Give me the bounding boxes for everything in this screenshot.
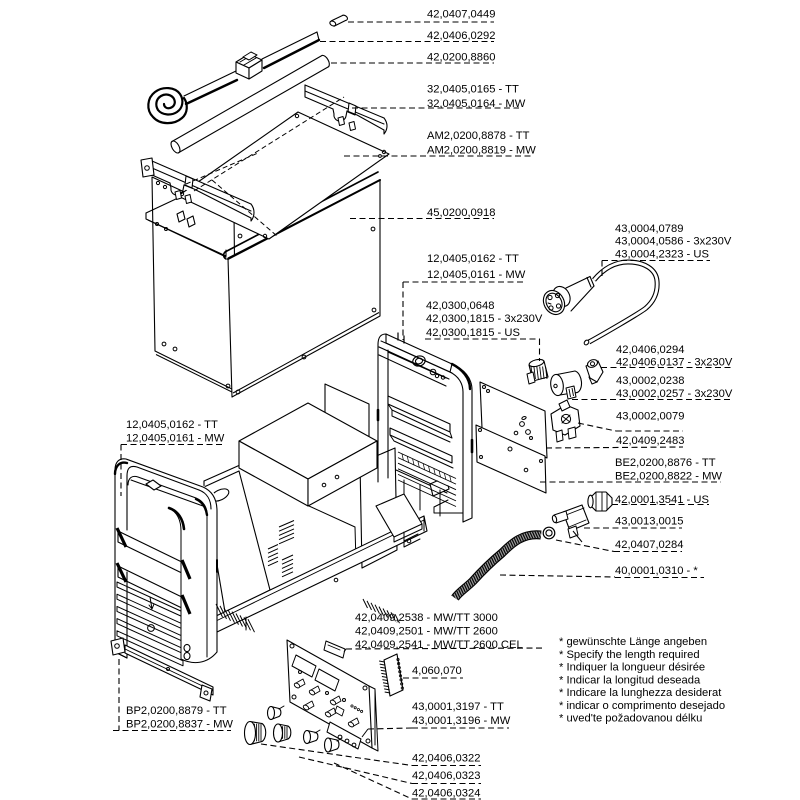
- svg-text:42,0409,2541 - MW/TT 2600 CEL: 42,0409,2541 - MW/TT 2600 CEL: [355, 639, 523, 651]
- svg-text:42,0200,8860: 42,0200,8860: [427, 52, 495, 64]
- svg-text:43,0004,0586 - 3x230V: 43,0004,0586 - 3x230V: [615, 236, 732, 248]
- svg-text:43,0001,3196 - MW: 43,0001,3196 - MW: [412, 715, 511, 727]
- svg-text:BE2,0200,8822 - MW: BE2,0200,8822 - MW: [615, 471, 722, 483]
- svg-text:12,0405,0162 - TT: 12,0405,0162 - TT: [126, 419, 218, 431]
- svg-text:45,0200,0918: 45,0200,0918: [427, 207, 495, 219]
- svg-text:42,0001,3541 - US: 42,0001,3541 - US: [615, 494, 709, 506]
- svg-text:42,0406,0324: 42,0406,0324: [412, 788, 480, 800]
- svg-text:42,0407,0284: 42,0407,0284: [615, 539, 683, 551]
- svg-text:42,0406,0294: 42,0406,0294: [616, 344, 684, 356]
- svg-text:43,0004,2323 - US: 43,0004,2323 - US: [615, 249, 709, 261]
- svg-text:AM2,0200,8819 - MW: AM2,0200,8819 - MW: [427, 145, 536, 157]
- svg-text:42,0407,0449: 42,0407,0449: [427, 9, 495, 21]
- svg-text:32,0405,0165 - TT: 32,0405,0165 - TT: [427, 84, 519, 96]
- svg-text:12,0405,0161 - MW: 12,0405,0161 - MW: [427, 269, 526, 281]
- svg-text:* uved'te požadovanou délku: * uved'te požadovanou délku: [559, 713, 702, 725]
- svg-text:AM2,0200,8878 - TT: AM2,0200,8878 - TT: [427, 130, 530, 142]
- svg-text:* Indicar la longitud deseada: * Indicar la longitud deseada: [559, 674, 701, 686]
- svg-text:BP2,0200,8879 - TT: BP2,0200,8879 - TT: [126, 705, 227, 717]
- svg-text:42,0406,0322: 42,0406,0322: [412, 753, 480, 765]
- svg-text:42,0406,0137 - 3x230V: 42,0406,0137 - 3x230V: [616, 357, 733, 369]
- svg-text:42,0409,2483: 42,0409,2483: [616, 435, 684, 447]
- svg-text:43,0004,0789: 43,0004,0789: [615, 223, 683, 235]
- svg-text:42,0409,2501 - MW/TT 2600: 42,0409,2501 - MW/TT 2600: [355, 626, 498, 638]
- svg-text:BP2,0200,8837 - MW: BP2,0200,8837 - MW: [126, 719, 233, 731]
- svg-text:43,0002,0257 - 3x230V: 43,0002,0257 - 3x230V: [616, 388, 733, 400]
- svg-text:* gewünschte Länge angeben: * gewünschte Länge angeben: [559, 636, 707, 648]
- svg-text:42,0300,0648: 42,0300,0648: [426, 300, 494, 312]
- svg-text:12,0405,0161 - MW: 12,0405,0161 - MW: [126, 433, 225, 445]
- svg-text:42,0406,0292: 42,0406,0292: [427, 30, 495, 42]
- svg-text:43,0013,0015: 43,0013,0015: [615, 516, 683, 528]
- svg-text:42,0409,2538 - MW/TT 3000: 42,0409,2538 - MW/TT 3000: [355, 612, 498, 624]
- svg-text:42,0300,1815 - 3x230V: 42,0300,1815 - 3x230V: [426, 313, 543, 325]
- svg-text:40,0001,0310 - *: 40,0001,0310 - *: [615, 565, 698, 577]
- svg-text:32,0405,0164 - MW: 32,0405,0164 - MW: [427, 98, 526, 110]
- svg-text:* Indiquer la longueur désirée: * Indiquer la longueur désirée: [559, 662, 705, 674]
- svg-text:42,0406,0323: 42,0406,0323: [412, 770, 480, 782]
- svg-text:4,060,070: 4,060,070: [412, 665, 462, 677]
- svg-text:43,0002,0238: 43,0002,0238: [616, 375, 684, 387]
- svg-text:12,0405,0162 - TT: 12,0405,0162 - TT: [427, 253, 519, 265]
- svg-text:BE2,0200,8876 - TT: BE2,0200,8876 - TT: [615, 457, 716, 469]
- svg-text:43,0002,0079: 43,0002,0079: [616, 411, 684, 423]
- svg-text:* Specify the length required: * Specify the length required: [559, 649, 700, 661]
- svg-text:* Indicare la lunghezza deside: * Indicare la lunghezza desiderat: [559, 687, 722, 699]
- svg-text:* indicar o comprimento deseja: * indicar o comprimento desejado: [559, 700, 725, 712]
- svg-text:43,0001,3197 - TT: 43,0001,3197 - TT: [412, 701, 504, 713]
- svg-text:42,0300,1815 - US: 42,0300,1815 - US: [426, 327, 520, 339]
